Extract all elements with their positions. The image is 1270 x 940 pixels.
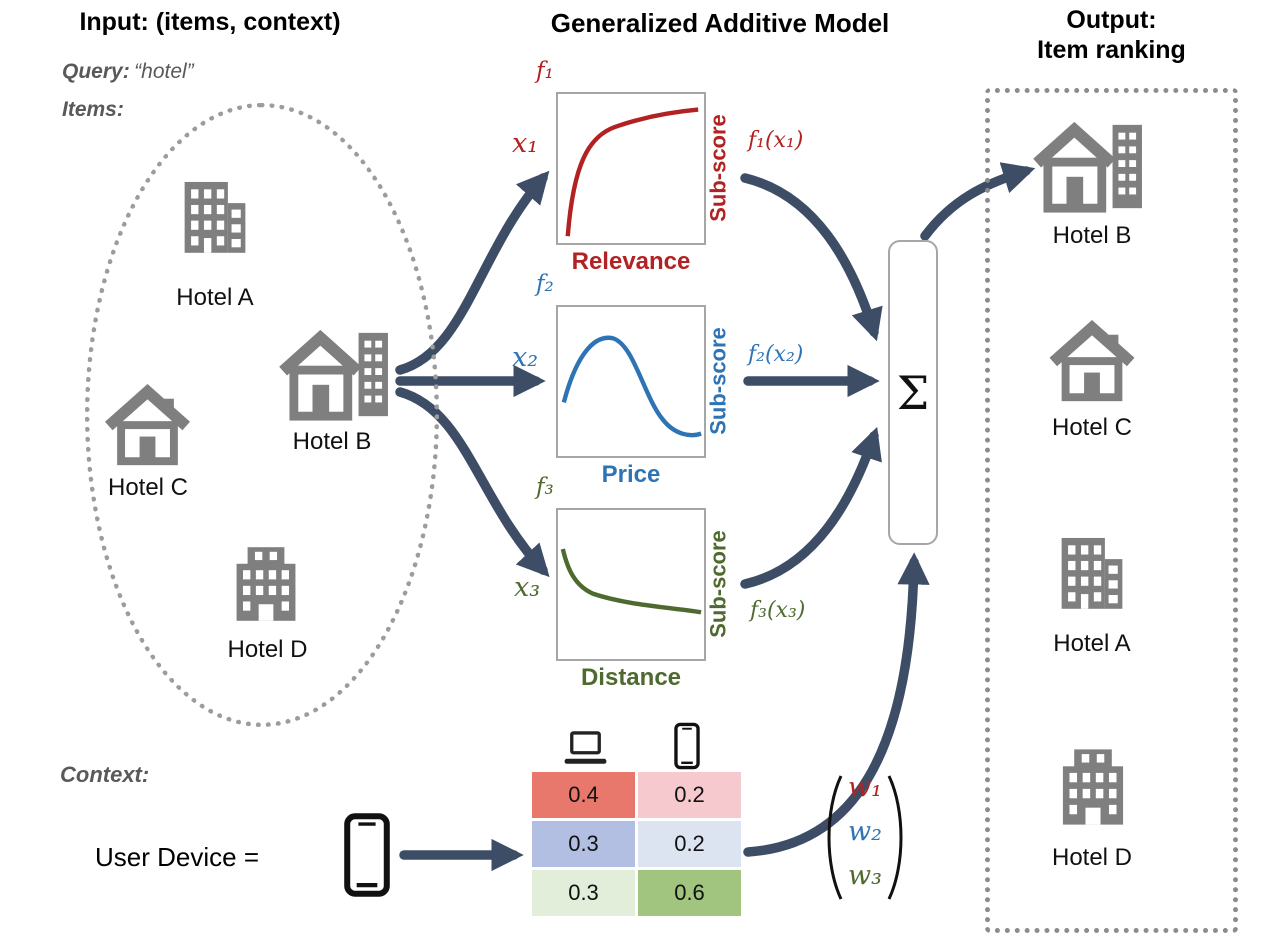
- relevance-xaxis-label: Relevance: [571, 248, 691, 275]
- rank1-hotel-b-icon: [1032, 118, 1150, 216]
- hotel-a-label: Hotel A: [176, 284, 254, 311]
- distance-plot: [556, 508, 706, 661]
- f1-label: f₁: [536, 58, 554, 84]
- rank2-label: Hotel C: [1051, 414, 1133, 441]
- f3-label: f₃: [536, 474, 554, 500]
- laptop-icon: [558, 730, 613, 770]
- query-row: Query: “hotel”: [62, 60, 194, 84]
- w2-label: w₂: [848, 816, 882, 847]
- hotel-c-label: Hotel C: [107, 474, 189, 501]
- x1-label: x₁: [512, 128, 539, 159]
- w1-label: w₁: [848, 772, 882, 803]
- hotel-c-icon: [100, 382, 195, 470]
- gam-section-title: Generalized Additive Model: [550, 8, 890, 38]
- hotel-d-icon: [220, 538, 312, 630]
- x3-label: x₃: [514, 572, 541, 603]
- table-cell: 0.6: [638, 870, 741, 916]
- table-cell: 0.3: [532, 821, 635, 867]
- rank4-label: Hotel D: [1051, 844, 1133, 871]
- output-title-line2: Item ranking: [1037, 36, 1186, 64]
- items-label: Items:: [62, 98, 124, 121]
- hotel-a-icon: [165, 170, 265, 262]
- smartphone-icon: [672, 722, 702, 770]
- table-cell: 0.4: [532, 772, 635, 818]
- context-label: Context:: [60, 762, 150, 787]
- arrow-f3-to-sum: [740, 426, 882, 589]
- sigma-symbol: Σ: [896, 365, 930, 420]
- weight-vector: w₁ w₂ w₃: [815, 770, 915, 905]
- query-label: Query:: [62, 60, 130, 83]
- arrow-f1-to-sum: [740, 173, 883, 342]
- w3-label: w₃: [848, 860, 882, 891]
- f1x1-label: f₁(x₁): [748, 128, 804, 153]
- table-cell: 0.3: [532, 870, 635, 916]
- price-plot: [556, 305, 706, 458]
- output-title-line1: Output:: [1066, 6, 1157, 34]
- table-cell: 0.2: [638, 821, 741, 867]
- hotel-b-icon: [278, 326, 396, 424]
- distance-xaxis-label: Distance: [580, 664, 682, 691]
- rank3-hotel-a-icon: [1042, 526, 1142, 618]
- relevance-curve: [565, 107, 699, 237]
- hotel-d-label: Hotel D: [227, 636, 308, 663]
- hotel-b-label: Hotel B: [292, 428, 372, 455]
- relevance-plot: [556, 92, 706, 245]
- distance-yaxis-label: Sub-score: [705, 530, 731, 638]
- rank3-label: Hotel A: [1053, 630, 1131, 657]
- f2-label: f₂: [536, 271, 554, 297]
- price-yaxis-label: Sub-score: [705, 327, 731, 435]
- rank4-hotel-d-icon: [1046, 740, 1140, 834]
- user-device-phone-icon: [338, 812, 396, 898]
- price-xaxis-label: Price: [601, 461, 661, 488]
- distance-curve: [560, 548, 702, 615]
- x2-label: x₂: [512, 342, 539, 373]
- rank2-hotel-c-icon: [1044, 318, 1140, 406]
- user-device-label: User Device =: [95, 842, 259, 872]
- f2x2-label: f₂(x₂): [748, 342, 804, 367]
- relevance-yaxis-label: Sub-score: [705, 114, 731, 222]
- input-section-title: Input: (items, context): [79, 8, 341, 36]
- table-cell: 0.2: [638, 772, 741, 818]
- sum-box: Σ: [888, 240, 938, 545]
- price-curve: [561, 335, 702, 438]
- f3x3-label: f₃(x₃): [750, 598, 806, 623]
- query-value: “hotel”: [134, 60, 194, 83]
- output-ranking-box: [985, 88, 1238, 933]
- rank1-label: Hotel B: [1052, 222, 1132, 249]
- context-weight-table: 0.4 0.2 0.3 0.2 0.3 0.6: [532, 772, 741, 916]
